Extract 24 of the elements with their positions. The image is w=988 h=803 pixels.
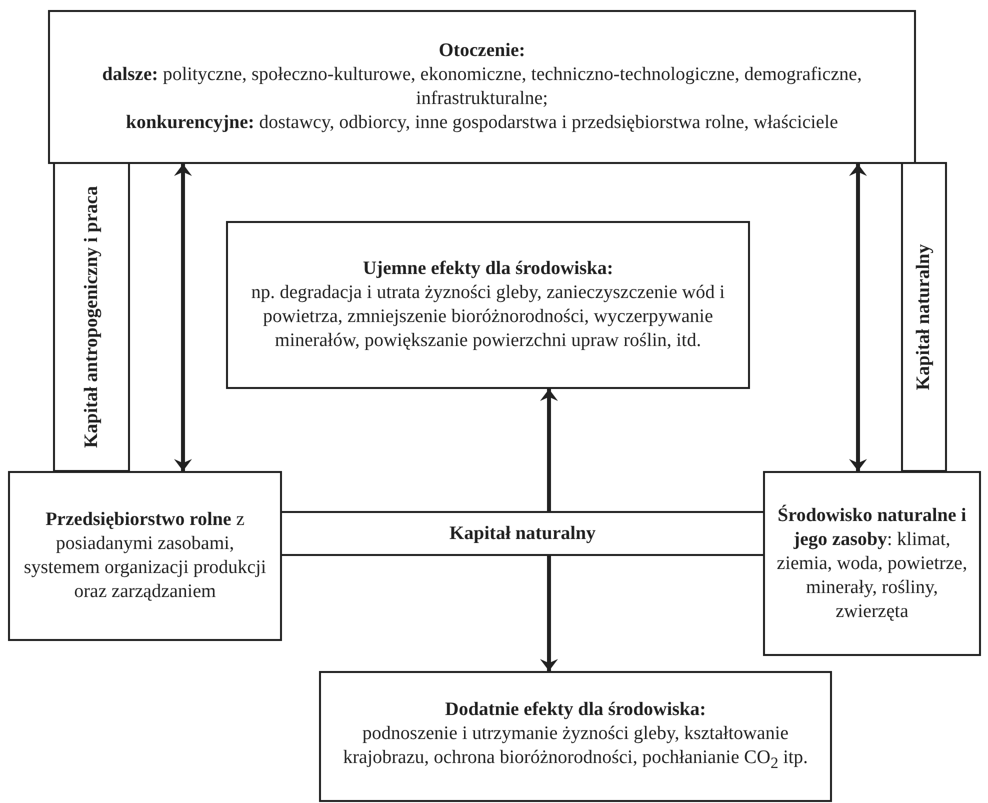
capital-band xyxy=(280,511,765,556)
box-heading: Ujemne efekty dla środowiska: xyxy=(362,257,614,281)
band-label: Kapitał antropogeniczny i praca xyxy=(80,186,102,448)
box-text: Środowisko naturalne i jego zasoby: klimat, ziemia, woda, powietrze, minerały, rośliny, zwierzęta xyxy=(776,504,968,624)
band-label: Kapitał naturalny xyxy=(449,522,596,546)
arrow xyxy=(540,556,558,671)
box-text: konkurencyjne: dostawcy, odbiorcy, inne gospodarstwa i przedsiębiorstwa rolne, właściciele xyxy=(126,111,838,135)
effect-box xyxy=(226,221,750,389)
arrow xyxy=(849,164,867,471)
environment-box xyxy=(48,10,916,164)
arrow xyxy=(174,164,192,471)
capital-band xyxy=(901,162,947,472)
arrow xyxy=(540,389,558,511)
capital-band xyxy=(53,162,130,472)
box-heading: Dodatnie efekty dla środowiska: xyxy=(445,698,706,722)
box-text: dalsze: polityczne, społeczno-kulturowe, ekonomiczne, techniczno-technologiczne, demograficzne, infrastrukturalne; xyxy=(101,63,863,111)
box-text: Przedsiębiorstwo rolne z posiadanymi zasobami, systemem organizacji produkcji oraz zarządzaniem xyxy=(22,508,268,604)
box-heading: Otoczenie: xyxy=(438,39,526,63)
box-text: podnoszenie i utrzymanie żyzności gleby, kształtowanie krajobrazu, ochrona bioróżnorodności, pochłanianie CO$_{2}$ itp. xyxy=(342,722,809,774)
band-label: Kapitał naturalny xyxy=(913,244,935,390)
box-text: np. degradacja i utrata żyzności gleby, zanieczyszczenie wód i powietrza, zmniejszenie bioróżnorodności, wyczerpywanie minerałów, powiększanie powierzchni upraw roślin, itd. xyxy=(250,281,726,353)
effect-box xyxy=(319,671,832,802)
environment-resources-box xyxy=(763,471,981,656)
enterprise-box xyxy=(8,471,282,641)
